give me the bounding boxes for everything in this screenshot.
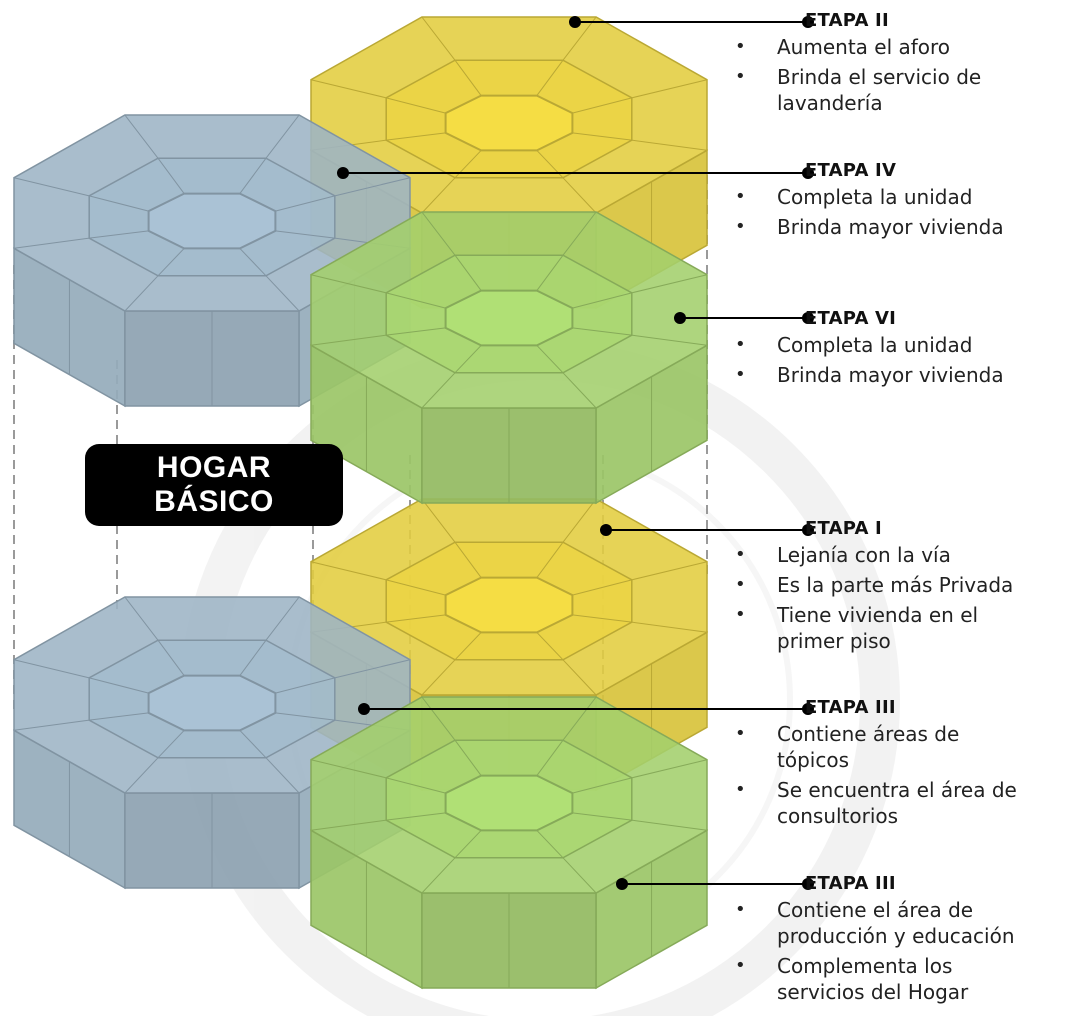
prism-etapa-vi (310, 211, 708, 505)
stage-bullet: Completa la unidad (735, 184, 1004, 210)
stage-bullet: Completa la unidad (735, 332, 1004, 358)
prism-etapa-iii-green (310, 696, 708, 990)
stage-label-etapa-ii: ETAPA II Aumenta el aforo Brinda el serv… (735, 10, 1027, 120)
badge-line-1: HOGAR (156, 451, 272, 484)
stage-bullet: Brinda mayor vivienda (735, 214, 1004, 240)
stage-title: ETAPA I (805, 518, 882, 539)
stage-bullet: Tiene vivienda en el primer piso (735, 602, 1027, 654)
stage-bullet: Lejanía con la vía (735, 542, 1027, 568)
stage-label-etapa-iii-b: ETAPA III Contiene el área de producción… (735, 873, 1080, 1009)
stage-label-etapa-vi: ETAPA VI Completa la unidad Brinda mayor… (735, 308, 1004, 392)
stage-label-etapa-iv: ETAPA IV Completa la unidad Brinda mayor… (735, 160, 1004, 244)
stage-bullet: Se encuentra el área de consultorios (735, 777, 1017, 829)
stage-title: ETAPA III (805, 873, 896, 894)
stage-bullet: Contiene áreas de tópicos (735, 721, 1017, 773)
hogar-basico-badge: HOGAR BÁSICO (85, 444, 343, 526)
stage-bullet: Aumenta el aforo (735, 34, 1027, 60)
stage-title: ETAPA III (805, 697, 896, 718)
leader-lines (337, 16, 814, 890)
stage-title: ETAPA IV (805, 160, 897, 181)
badge-line-2: BÁSICO (154, 485, 274, 518)
stage-title: ETAPA VI (805, 308, 897, 329)
stage-bullet: Complementa los servicios del Hogar (735, 953, 1037, 1005)
stage-bullet: Brinda mayor vivienda (735, 362, 1004, 388)
stage-label-etapa-iii-a: ETAPA III Contiene áreas de tópicos Se e… (735, 697, 1017, 833)
stage-label-etapa-i: ETAPA I Lejanía con la vía Es la parte m… (735, 518, 1027, 658)
stage-bullet: Es la parte más Privada (735, 572, 1027, 598)
stage-bullet: Contiene el área de producción y educaci… (735, 897, 1080, 949)
stage-bullet: Brinda el servicio de lavandería (735, 64, 1027, 116)
stage-title: ETAPA II (805, 10, 889, 31)
